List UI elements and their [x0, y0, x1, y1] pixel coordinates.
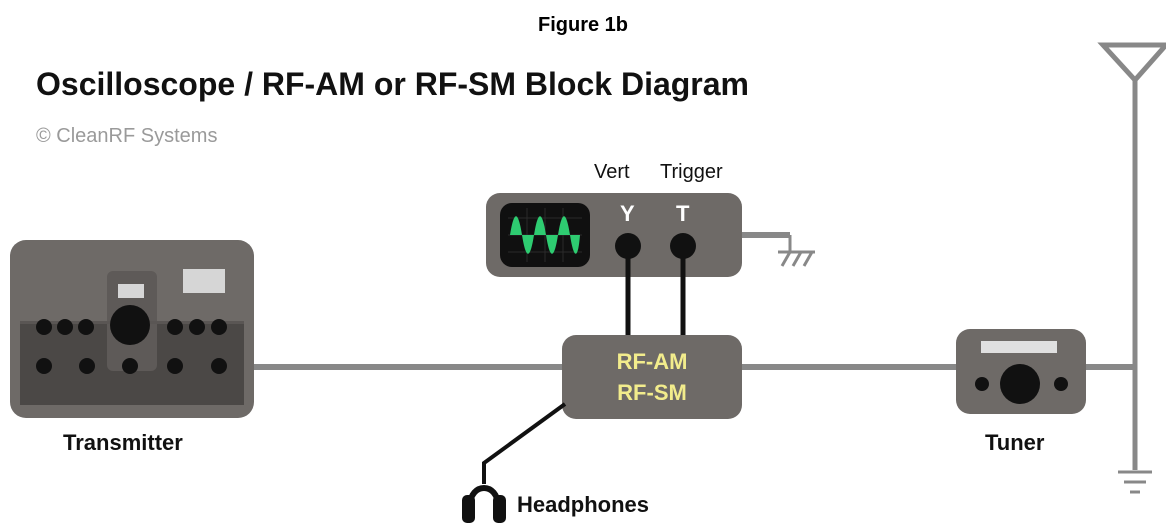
rf-sm-label: RF-SM: [617, 380, 687, 405]
vert-label: Vert: [594, 161, 630, 183]
headphone-cable: [482, 402, 567, 484]
tuner-label: Tuner: [985, 430, 1045, 455]
waveform-icon: [510, 216, 580, 254]
t-jack-label: T: [676, 201, 690, 226]
headphones-label: Headphones: [517, 492, 650, 517]
rf-monitor: [562, 335, 742, 419]
antenna-ground-icon: [1118, 470, 1152, 494]
trigger-label: Trigger: [660, 161, 723, 183]
figure-label: Figure 1b: [537, 14, 628, 36]
copyright-notice: © CleanRF Systems: [36, 125, 218, 147]
transmitter-label: Transmitter: [63, 430, 183, 455]
y-jack-label: Y: [620, 201, 635, 226]
y-jack: [615, 233, 641, 259]
probe-leads: [625, 256, 686, 337]
chassis-ground-icon: [778, 235, 815, 267]
headphones-icon: [462, 485, 506, 523]
signal-wires: [250, 232, 1135, 370]
transmitter: [10, 240, 254, 418]
t-jack: [670, 233, 696, 259]
oscilloscope: [486, 193, 742, 277]
diagram-title: Oscilloscope / RF-AM or RF-SM Block Diag…: [36, 66, 749, 102]
rf-am-label: RF-AM: [616, 349, 688, 374]
antenna: [1097, 42, 1166, 470]
tuner: [956, 329, 1086, 414]
